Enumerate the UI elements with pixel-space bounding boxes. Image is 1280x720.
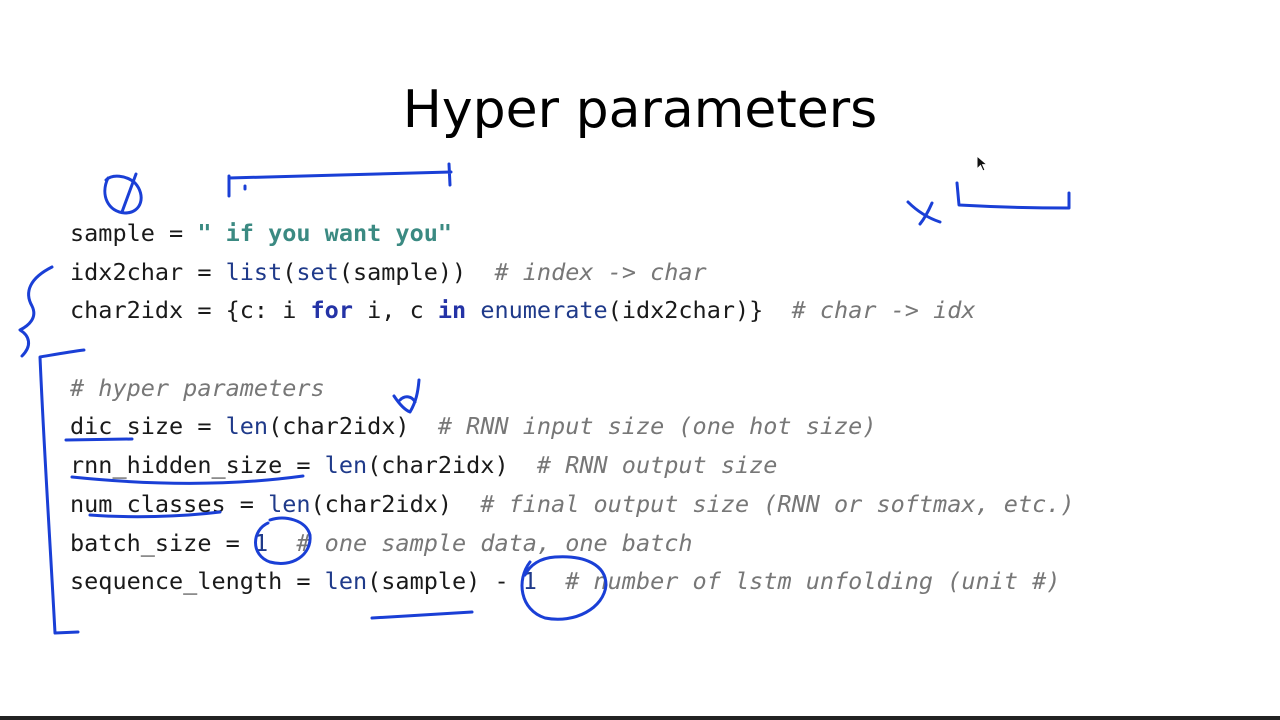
code-line: num_classes = len(char2idx) # final outp… bbox=[70, 485, 1075, 524]
slide-title: Hyper parameters bbox=[402, 80, 878, 140]
code-token: set bbox=[296, 257, 339, 286]
code-token: # one sample data, one batch bbox=[296, 528, 693, 557]
ink-bracket-top bbox=[227, 162, 453, 198]
code-line: char2idx = {c: i for i, c in enumerate(i… bbox=[70, 291, 1075, 330]
ink-doodle-leaf bbox=[103, 172, 143, 215]
ink-underline-len bbox=[370, 610, 474, 620]
code-line: # hyper parameters bbox=[70, 369, 1075, 408]
code-line: sequence_length = len(sample) - 1 # numb… bbox=[70, 562, 1075, 601]
ink-left-brace bbox=[18, 265, 54, 358]
code-token: len bbox=[324, 567, 368, 596]
ink-left-bracket bbox=[38, 348, 86, 635]
code-token: # index -> char bbox=[494, 257, 707, 286]
code-token: i, c bbox=[352, 296, 438, 325]
code-token: # number of lstm unfolding (unit #) bbox=[565, 567, 1061, 596]
ink-underline-dic bbox=[64, 437, 134, 442]
code-token: # RNN input size (one hot size) bbox=[437, 412, 877, 441]
code-token: len bbox=[225, 412, 269, 441]
code-token: idx2char = bbox=[70, 257, 226, 286]
code-token: enumerate bbox=[480, 296, 608, 325]
code-line: dic_size = len(char2idx) # RNN input siz… bbox=[70, 407, 1075, 446]
code-token: (char2idx) bbox=[367, 451, 537, 480]
code-token: batch_size = bbox=[70, 528, 254, 557]
code-token: dic_size = bbox=[70, 412, 226, 441]
code-token: len bbox=[268, 489, 311, 518]
code-line: batch_size = 1 # one sample data, one ba… bbox=[70, 524, 1075, 563]
code-line: rnn_hidden_size = len(char2idx) # RNN ou… bbox=[70, 446, 1075, 485]
code-token: (idx2char)} bbox=[607, 296, 792, 325]
code-token: " if you want you" bbox=[197, 219, 453, 247]
mouse-pointer-icon bbox=[976, 155, 989, 172]
ink-underline-num bbox=[88, 510, 222, 519]
ink-check-mark bbox=[392, 378, 421, 414]
code-token: # final output size (RNN or softmax, etc… bbox=[480, 489, 1075, 518]
ink-circle-one bbox=[254, 516, 312, 565]
ink-circle-minus-one bbox=[520, 555, 608, 621]
code-token: char2idx = {c: i bbox=[70, 296, 311, 325]
code-token: sample = bbox=[70, 219, 198, 247]
code-token: (char2idx) bbox=[268, 412, 438, 441]
code-token: (sample)) bbox=[338, 257, 495, 286]
ink-underline-rnn bbox=[70, 474, 305, 485]
code-token: (char2idx) bbox=[310, 489, 481, 518]
code-token: sequence_length = bbox=[70, 567, 325, 596]
code-token: rnn_hidden_size = bbox=[70, 451, 325, 480]
code-token: # hyper parameters bbox=[70, 373, 325, 402]
code-token: (sample) - bbox=[367, 567, 523, 596]
code-line: idx2char = list(set(sample)) # index -> … bbox=[70, 253, 1075, 292]
code-token: len bbox=[324, 451, 368, 480]
ink-bracket-right bbox=[955, 181, 1071, 210]
code-token: list bbox=[225, 257, 283, 286]
code-token: # char -> idx bbox=[791, 296, 976, 325]
code-token: in bbox=[437, 296, 467, 325]
code-token: # RNN output size bbox=[536, 451, 778, 480]
code-line: sample = " if you want you" bbox=[70, 214, 1075, 253]
code-token: ( bbox=[282, 257, 297, 286]
bottom-divider bbox=[0, 716, 1280, 720]
code-block: sample = " if you want you"idx2char = li… bbox=[70, 214, 1075, 601]
ink-x-mark bbox=[906, 200, 942, 226]
code-token: for bbox=[310, 296, 353, 325]
